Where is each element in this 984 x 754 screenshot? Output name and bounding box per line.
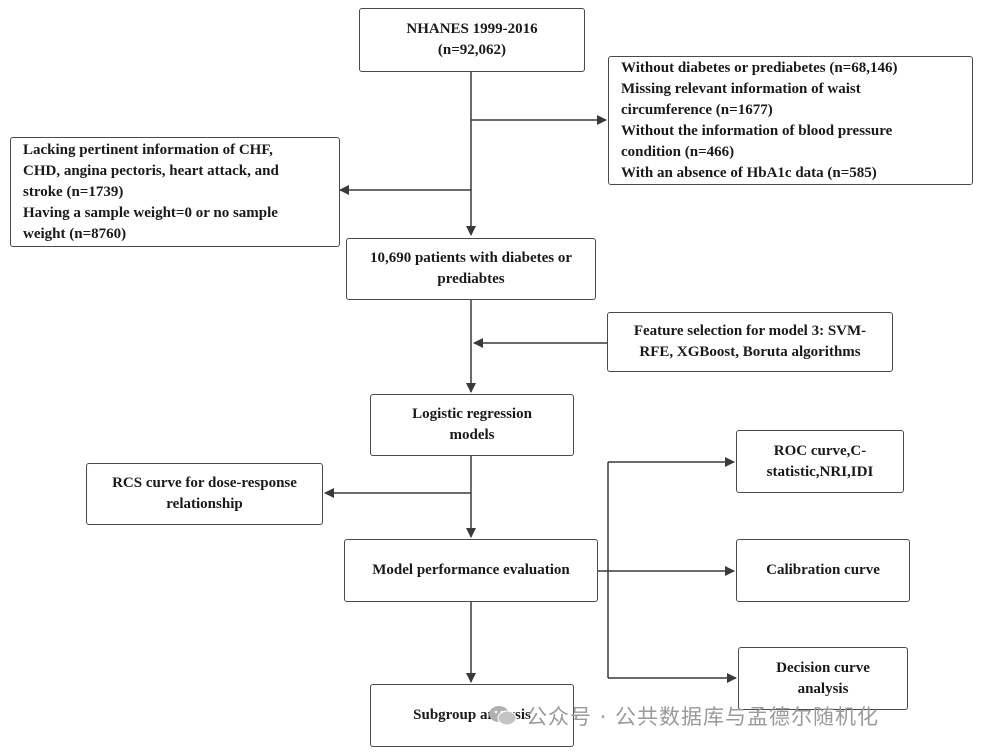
exclusion-right-line-1: Without diabetes or prediabetes (n=68,14… [621,59,898,76]
decision-line-1: Decision curve [776,659,870,676]
nhanes-box: NHANES 1999-2016 (n=92,062) [359,8,585,72]
calibration-curve-box: Calibration curve [736,539,910,602]
roc-line-1: ROC curve,C- [773,442,867,459]
patients-box: 10,690 patients with diabetes or prediab… [346,238,596,300]
feature-selection-line-1: Feature selection for model 3: SVM- [633,323,867,339]
feature-selection-box: Feature selection for model 3: SVM- RFE,… [607,312,893,372]
exclusion-left-line-4: Having a sample weight=0 or no sample [23,204,278,221]
decision-curve-box: Decision curve analysis [738,647,908,710]
exclusion-right-line-5: condition (n=466) [621,143,735,160]
rcs-curve-box: RCS curve for dose-response relationship [86,463,323,525]
calibration-line-1: Calibration curve [766,562,880,578]
exclusion-left-line-5: weight (n=8760) [23,225,127,242]
exclusion-right-box: Without diabetes or prediabetes (n=68,14… [608,56,973,185]
exclusion-right-line-2: Missing relevant information of waist [621,80,861,97]
watermark-text: 公众号 · 公共数据库与孟德尔随机化 [526,705,880,729]
patients-line-1: 10,690 patients with diabetes or [369,250,573,266]
exclusion-left-line-3: stroke (n=1739) [23,183,124,200]
wechat-icon [489,706,517,726]
rcs-line-1: RCS curve for dose-response [112,475,297,491]
nhanes-line-2: (n=92,062) [437,42,507,58]
performance-line-1: Model performance evaluation [372,562,570,578]
exclusion-left-line-2: CHD, angina pectoris, heart attack, and [23,162,279,179]
rcs-line-2: relationship [166,496,243,512]
decision-line-2: analysis [797,680,849,697]
exclusion-left-line-1: Lacking pertinent information of CHF, [23,141,273,158]
watermark: 公众号 · 公共数据库与孟德尔随机化 [488,700,879,732]
exclusion-right-line-3: circumference (n=1677) [621,101,773,118]
roc-curve-box: ROC curve,C- statistic,NRI,IDI [736,430,904,493]
exclusion-left-box: Lacking pertinent information of CHF, CH… [10,137,340,247]
logistic-line-2: models [449,427,495,443]
exclusion-right-line-6: With an absence of HbA1c data (n=585) [621,164,877,181]
exclusion-right-line-4: Without the information of blood pressur… [621,122,893,139]
feature-selection-line-2: RFE, XGBoost, Boruta algorithms [639,344,861,360]
roc-line-2: statistic,NRI,IDI [766,463,874,480]
model-performance-box: Model performance evaluation [344,539,598,602]
logistic-line-1: Logistic regression [412,406,532,422]
nhanes-line-1: NHANES 1999-2016 [406,21,538,37]
patients-line-2: prediabtes [437,271,505,287]
logistic-regression-box: Logistic regression models [370,394,574,456]
